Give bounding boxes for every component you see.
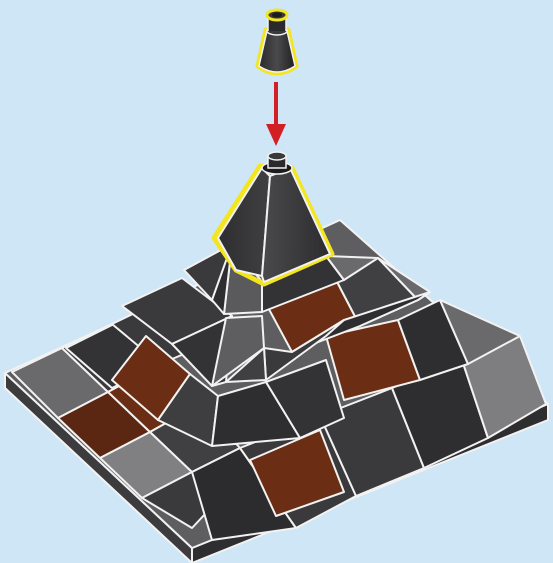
top-spire xyxy=(214,152,332,284)
cone-piece xyxy=(258,10,296,73)
placement-arrow xyxy=(266,82,286,146)
spire-stud xyxy=(262,152,292,174)
